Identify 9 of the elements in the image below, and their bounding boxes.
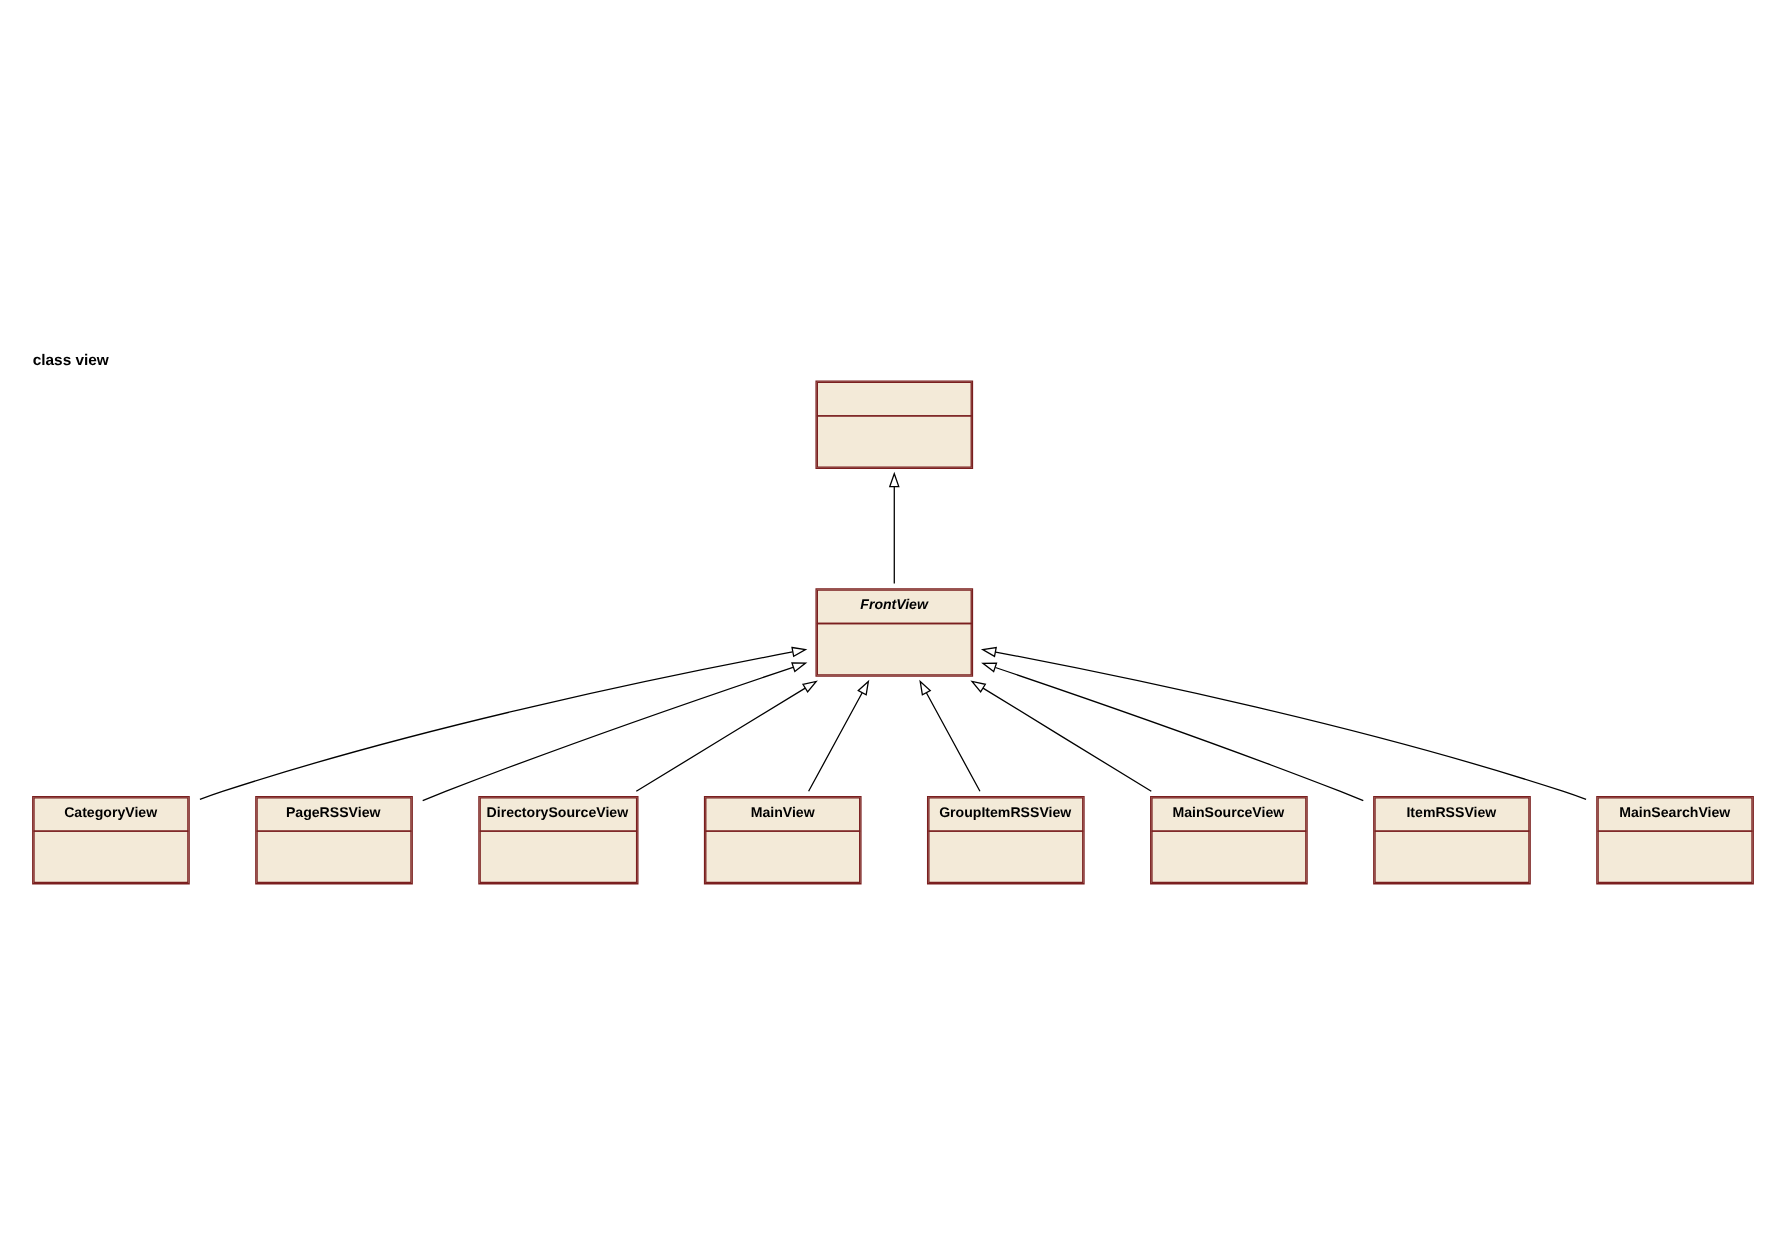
arrow xyxy=(919,679,981,792)
arrow xyxy=(808,679,870,792)
arrow xyxy=(888,471,900,585)
arrow xyxy=(981,662,1364,802)
arrow xyxy=(970,680,1152,792)
arrow xyxy=(422,662,808,802)
arrow xyxy=(635,680,818,792)
arrow xyxy=(980,646,1587,801)
arrow xyxy=(199,646,808,801)
